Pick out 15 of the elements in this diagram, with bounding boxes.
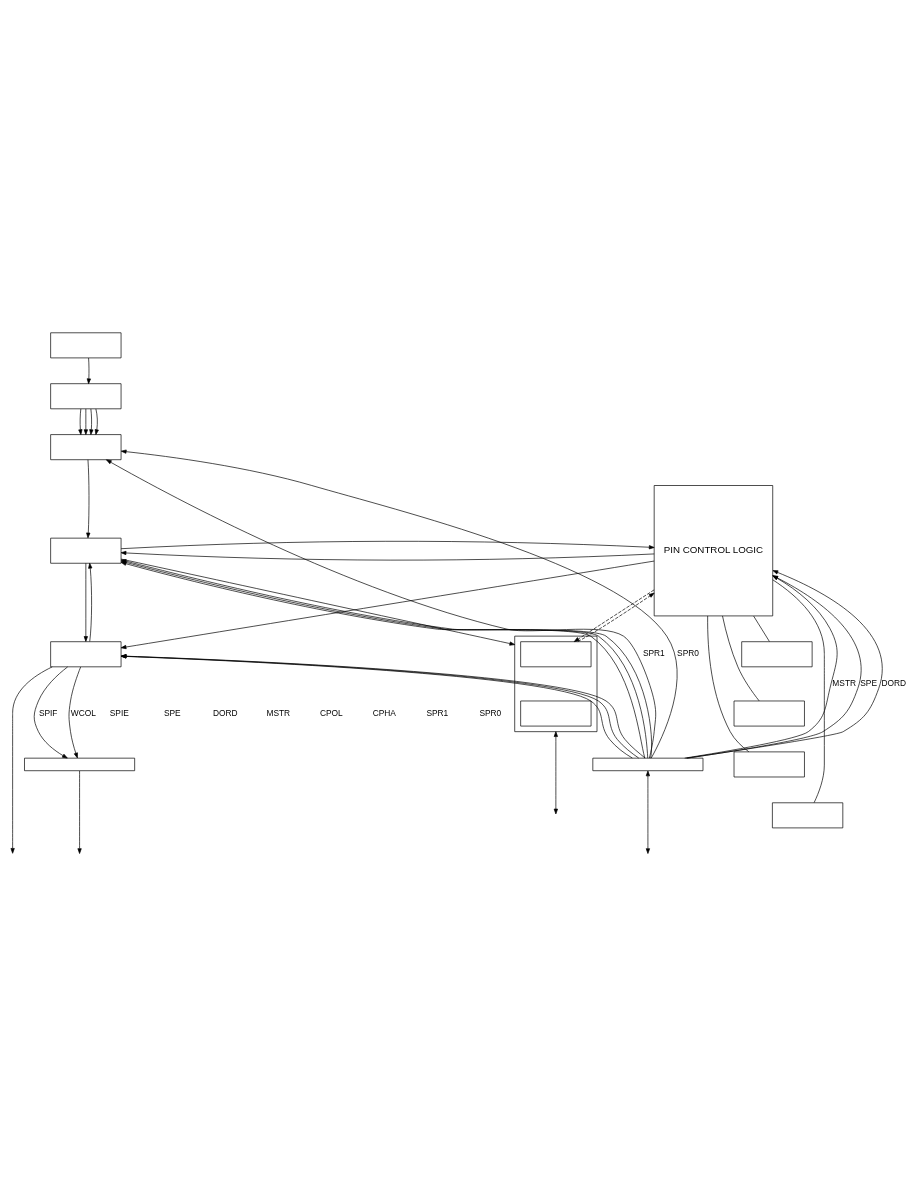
- edge-label: SPIF: [38, 707, 58, 718]
- label: CPOL: [319, 707, 343, 718]
- label: DORD: [213, 707, 238, 718]
- label: SPR1: [426, 707, 449, 718]
- edge-label: SPE: [860, 677, 877, 688]
- label: SPIE: [109, 707, 129, 718]
- edge-label: SPR1: [642, 647, 665, 658]
- edge-label: DORD: [881, 677, 907, 688]
- edge-label: MSTR: [832, 677, 857, 688]
- edge-label: WCOL: [70, 707, 96, 718]
- label: SPR0: [479, 707, 502, 718]
- label: SPE: [163, 707, 181, 718]
- label: CPHA: [372, 707, 396, 718]
- label: MSTR: [266, 707, 291, 718]
- edge-label: SPR0: [677, 647, 699, 658]
